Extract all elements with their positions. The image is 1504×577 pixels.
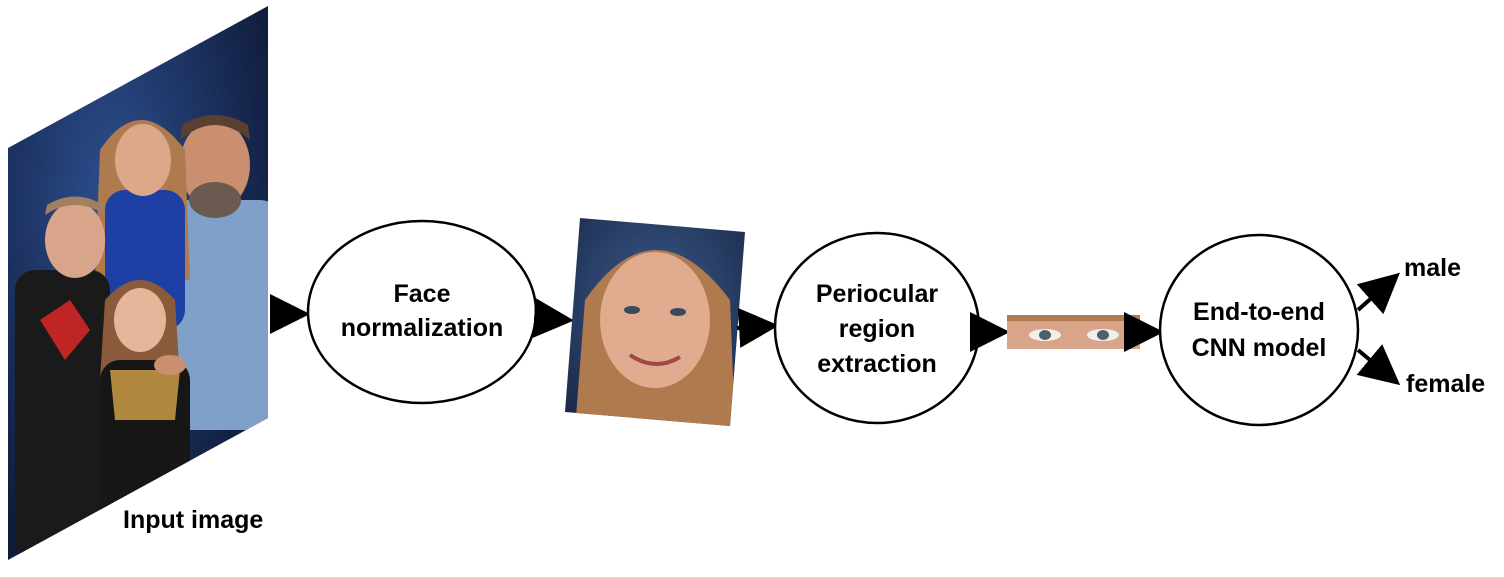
input-image [8, 6, 268, 560]
arrow-normalization-to-face [532, 297, 574, 338]
arrow-cnn-to-male [1356, 272, 1400, 315]
node-label-line: region [839, 315, 915, 343]
node-cnn-model: End-to-end CNN model [1158, 233, 1360, 427]
normalized-face-image [565, 218, 745, 426]
periocular-strip-image [1007, 315, 1140, 349]
node-face-normalization: Face normalization [306, 219, 538, 405]
node-label-line: CNN model [1192, 334, 1327, 362]
input-image-caption: Input image [123, 506, 263, 534]
family-photo-illustration [15, 115, 268, 560]
node-label-line: Face [394, 280, 451, 308]
arrow-cnn-to-female [1356, 344, 1401, 386]
node-label-line: End-to-end [1193, 298, 1325, 326]
node-periocular-extraction: Periocular region extraction [773, 231, 981, 425]
output-label-male: male [1404, 254, 1461, 282]
node-label-line: normalization [341, 314, 504, 342]
node-label-line: extraction [817, 350, 936, 378]
arrow-face-to-periocular [736, 307, 779, 348]
node-label-line: Periocular [816, 280, 939, 308]
output-label-female: female [1406, 370, 1485, 398]
